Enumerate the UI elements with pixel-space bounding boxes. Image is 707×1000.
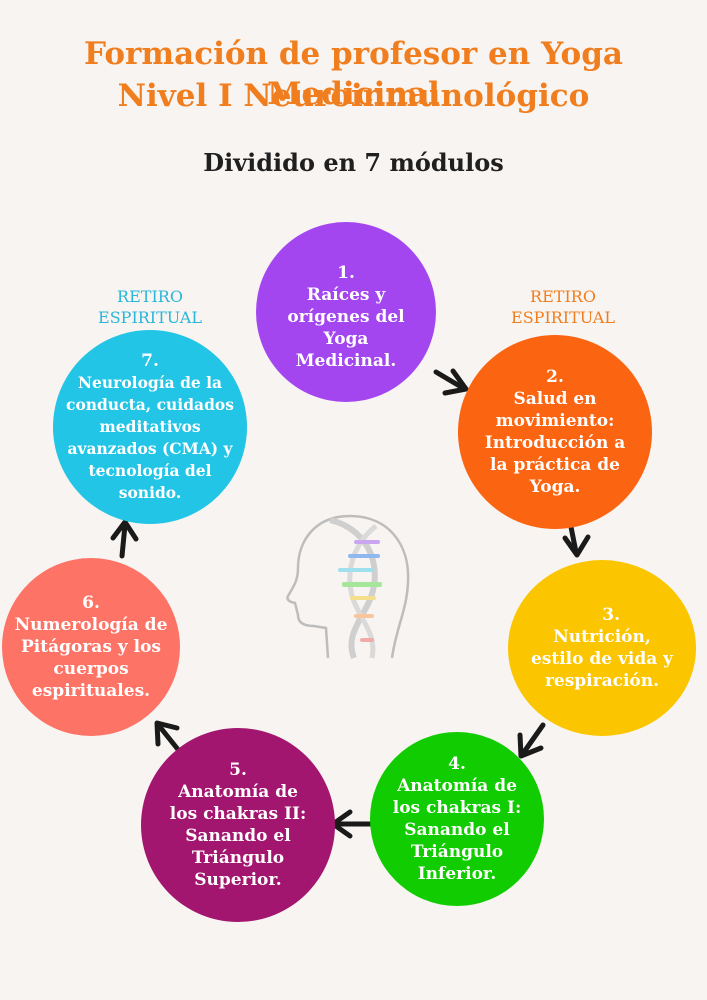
module-5-number: 5. [229,759,247,780]
module-7-line-6: sonido. [118,482,182,502]
module-4-line-2: los chakras I: [392,797,522,818]
retreat-right-line-2: ESPIRITUAL [511,308,615,327]
module-6-circle: 6. Numerología de Pitágoras y los cuerpo… [2,558,180,736]
module-4-number: 4. [448,753,466,774]
module-4-line-3: Sanando el [404,819,510,840]
module-2-line-2: movimiento: [495,410,615,431]
retreat-right-line-1: RETIRO [530,287,596,306]
module-5-line-4: Triángulo [191,847,285,868]
title-line-1: Formación de profesor en Yoga Medicinal [84,36,623,112]
page-subtitle: Dividido en 7 módulos [203,148,504,177]
module-2-line-5: Yoga. [529,476,581,497]
module-3-line-1: Nutrición, [553,626,651,647]
module-3-number: 3. [602,604,620,625]
module-4-line-1: Anatomía de [397,775,517,796]
module-2-line-4: la práctica de [490,454,620,475]
module-1-line-1: Raíces y [306,284,386,305]
module-7-line-5: tecnología del [88,460,212,480]
module-2-line-1: Salud en [513,388,597,409]
arrow-3-to-4 [517,722,546,759]
module-1-circle: 1. Raíces y orígenes del Yoga Medicinal. [256,222,436,402]
module-6-line-3: cuerpos [53,658,129,679]
module-5-line-3: Sanando el [185,825,291,846]
retreat-left-line-1: RETIRO [117,287,183,306]
module-2-number: 2. [546,366,564,387]
retreat-label-left: RETIRO ESPIRITUAL [70,286,230,328]
module-4-line-5: Inferior. [417,863,497,884]
module-7-circle: 7. Neurología de la conducta, cuidados m… [53,330,247,524]
module-7-number: 7. [141,350,159,371]
arrow-4-to-5 [330,809,373,839]
title-line-2: Nivel I Neuroinmunológico [117,78,590,114]
retreat-left-line-2: ESPIRITUAL [98,308,202,327]
module-1-line-3: Yoga [323,328,369,349]
module-1-line-2: orígenes del [287,306,405,327]
module-7-line-3: meditativos [99,416,201,436]
arrow-5-to-6 [154,720,183,755]
module-2-line-3: Introducción a [484,432,626,453]
module-5-line-1: Anatomía de [178,781,298,802]
head-dna-icon [286,514,410,660]
module-1-line-4: Medicinal. [295,350,397,371]
module-7-line-2: conducta, cuidados [66,394,234,414]
module-6-line-4: espirituales. [31,680,151,701]
module-7-line-1: Neurología de la [77,372,223,392]
arrow-1-to-2 [433,368,469,396]
module-6-line-1: Numerología de [14,614,168,635]
module-2-circle: 2. Salud en movimiento: Introducción a l… [458,335,652,529]
retreat-label-right: RETIRO ESPIRITUAL [483,286,643,328]
module-7-line-4: avanzados (CMA) y [67,438,233,458]
module-3-circle: 3. Nutrición, estilo de vida y respiraci… [508,560,696,736]
module-6-line-2: Pitágoras y los [21,636,161,657]
module-5-circle: 5. Anatomía de los chakras II: Sanando e… [141,728,335,922]
arrow-6-to-7 [110,519,139,559]
module-5-line-5: Superior. [194,869,282,890]
module-3-line-2: estilo de vida y [530,648,674,669]
module-3-line-3: respiración. [544,670,660,691]
module-1-number: 1. [337,262,355,283]
module-4-line-4: Triángulo [410,841,504,862]
module-4-circle: 4. Anatomía de los chakras I: Sanando el… [370,732,544,906]
module-6-number: 6. [82,592,100,613]
module-5-line-2: los chakras II: [169,803,307,824]
